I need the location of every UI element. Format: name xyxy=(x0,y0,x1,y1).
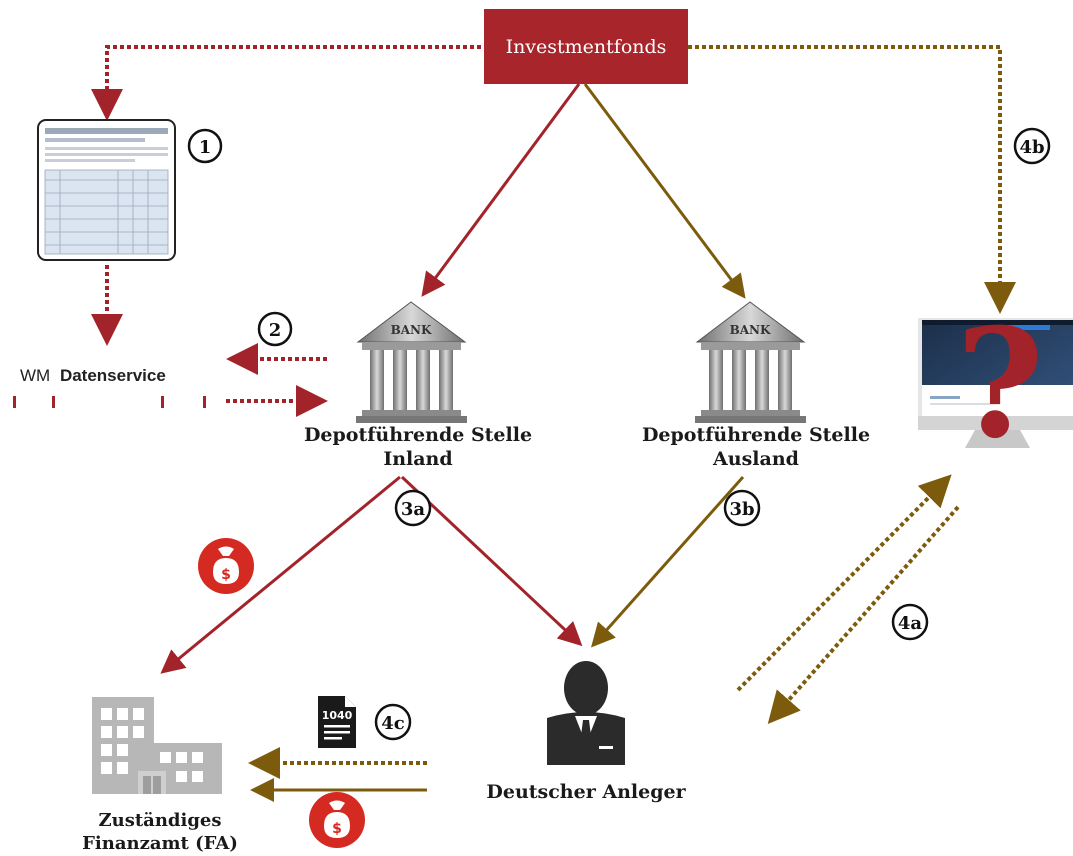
step-badge-4c: 4c xyxy=(374,703,412,741)
step-badge-3a: 3a xyxy=(394,489,432,527)
step-badge-3a-label: 3a xyxy=(401,499,426,520)
money-bag-icon: $ xyxy=(309,792,365,848)
wm-datenservice: WM Datenservice xyxy=(13,366,206,408)
investmentfonds-box: Investmentfonds xyxy=(484,9,688,84)
step-badge-4a-label: 4a xyxy=(898,613,923,634)
bank-inland-label-line2: Inland xyxy=(383,448,452,470)
bank-ausland-label-line2: Ausland xyxy=(712,448,799,470)
bank-inland-label-line1: Depotführende Stelle xyxy=(304,424,532,446)
document-icon xyxy=(37,119,176,261)
monitor-question-mark: ? xyxy=(956,296,1044,472)
tax-form-icon: 1040 xyxy=(318,696,356,748)
arrow-fund-to-document xyxy=(91,45,488,121)
investor-label: Deutscher Anleger xyxy=(486,781,686,803)
arrow-fund-to-monitor xyxy=(688,45,1016,314)
svg-text:$: $ xyxy=(332,821,342,837)
bank-icon: BANK xyxy=(356,301,467,423)
arrow-investor-to-monitor xyxy=(736,474,952,692)
investmentfonds-label: Investmentfonds xyxy=(506,36,667,58)
arrow-bank-inland-to-investor xyxy=(400,475,583,647)
wm-prefix: WM xyxy=(20,366,50,385)
bank-icon: BANK xyxy=(695,301,806,423)
step-badge-3b-label: 3b xyxy=(729,499,754,520)
step-badge-4a: 4a xyxy=(891,603,929,641)
arrow-fund-to-bank-ausland xyxy=(583,83,746,299)
tax-office-label-line1: Zuständiges xyxy=(98,810,221,831)
investor-icon xyxy=(547,661,625,765)
bank-ausland-label-line1: Depotführende Stelle xyxy=(642,424,870,446)
step-badge-2: 2 xyxy=(257,311,293,347)
arrow-bank-to-tax-office xyxy=(160,475,401,674)
monitor-icon: ? xyxy=(918,296,1073,472)
step-badge-1-label: 1 xyxy=(199,137,212,158)
step-badge-2-label: 2 xyxy=(269,320,282,341)
wm-name: Datenservice xyxy=(60,366,166,385)
arrow-fund-to-bank-inland xyxy=(421,83,581,297)
arrow-monitor-to-investor xyxy=(767,505,960,725)
tax-form-number: 1040 xyxy=(322,709,353,722)
arrow-bank-ausland-to-investor xyxy=(591,476,745,648)
money-bag-icon: $ xyxy=(198,538,254,594)
step-badge-4b: 4b xyxy=(1013,127,1051,165)
step-badge-1: 1 xyxy=(187,128,223,164)
step-badge-4b-label: 4b xyxy=(1019,137,1044,158)
step-badge-3b: 3b xyxy=(723,489,761,527)
bank-ausland-sign: BANK xyxy=(730,323,771,337)
bank-inland-sign: BANK xyxy=(391,323,432,337)
svg-text:$: $ xyxy=(221,567,231,583)
step-badge-4c-label: 4c xyxy=(381,713,405,734)
tax-office-label-line2: Finanzamt (FA) xyxy=(82,833,238,854)
building-icon xyxy=(92,697,222,794)
svg-text:WM Datenservice: WM Datenservice xyxy=(20,366,166,385)
